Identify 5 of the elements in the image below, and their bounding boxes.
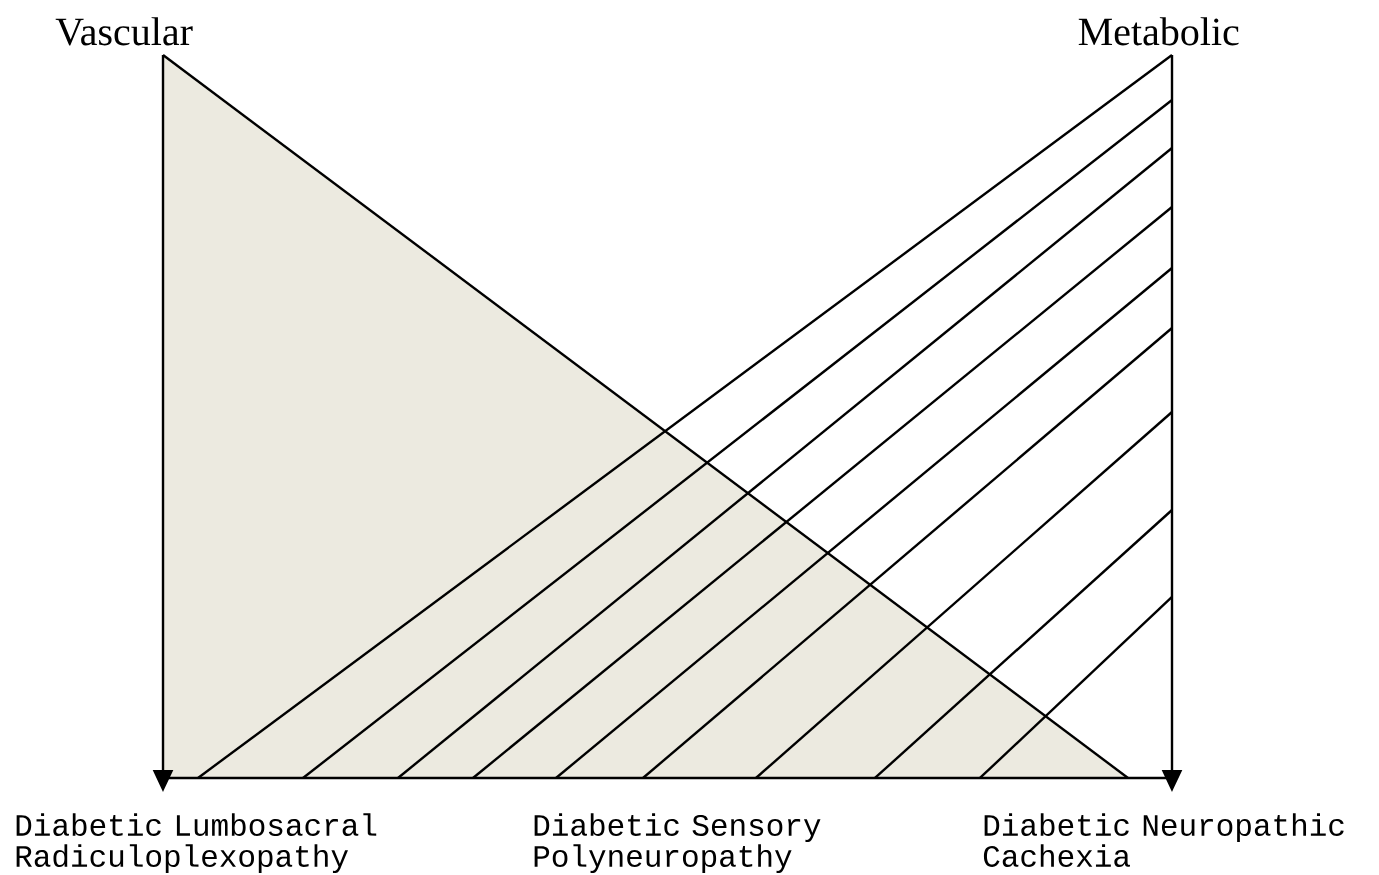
- axis-title: Vascular: [55, 17, 193, 46]
- category-label: Diabetic Sensory Polyneuropathy: [534, 813, 821, 874]
- axis-title: Metabolic: [1078, 17, 1239, 46]
- category-label: Diabetic Neuropathic Cachexia: [983, 813, 1344, 867]
- category-label: Diabetic Lumbosacral Radiculoplexopathy: [16, 813, 377, 874]
